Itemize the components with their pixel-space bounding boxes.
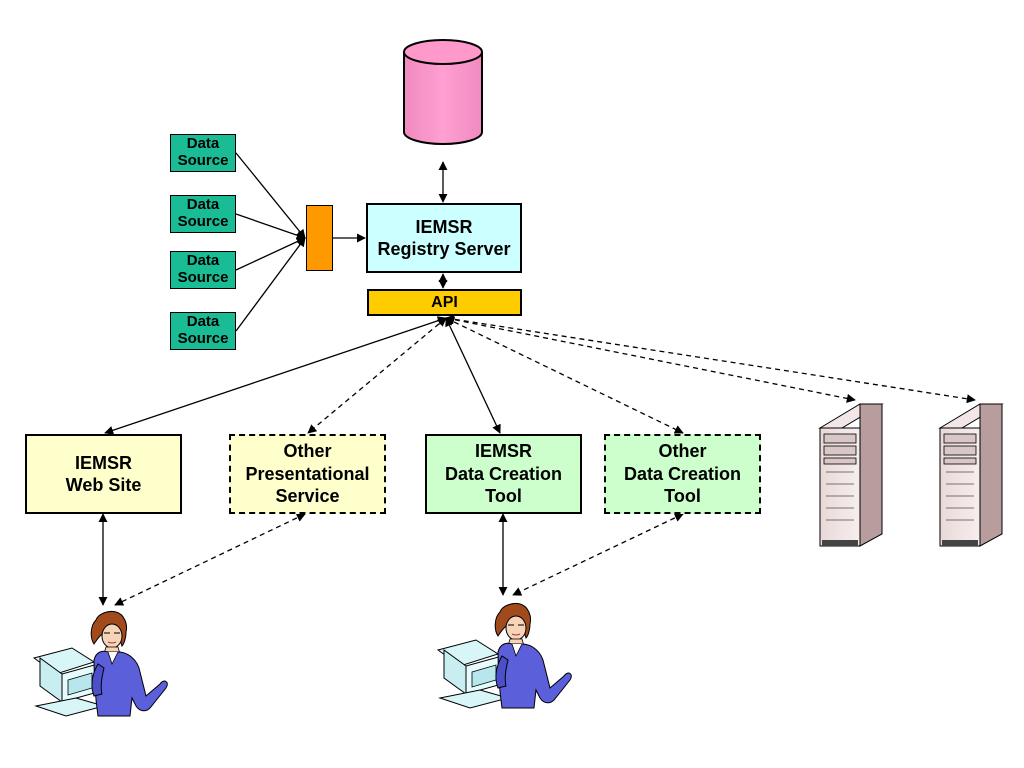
data-source-4: Data Source (170, 312, 236, 350)
connector-ds2 (235, 213, 306, 240)
data-source-3: Data Source (170, 251, 236, 289)
web-site-box: IEMSR Web Site (25, 434, 182, 514)
connector-api-server-1 (445, 315, 856, 403)
web-site-label: IEMSR Web Site (65, 452, 142, 496)
data-source-1: Data Source (170, 134, 236, 172)
data-source-label: Data Source (177, 196, 229, 230)
server-tower-icon (938, 403, 1004, 547)
data-source-label: Data Source (177, 252, 229, 286)
connector-api-server-2 (445, 314, 976, 404)
registry-server-box: IEMSR Registry Server (366, 203, 522, 273)
connector-ds3 (235, 237, 306, 271)
data-source-label: Data Source (177, 135, 229, 169)
api-consumer-connectors (104, 314, 976, 435)
other-presentational-service-label: Other Presentational Service (245, 441, 370, 507)
data-source-connectors (235, 152, 366, 332)
user-connectors (98, 513, 684, 606)
connector-api-website (104, 316, 447, 435)
api-label: API (431, 293, 458, 311)
connector-api-other-creation-tool (445, 317, 684, 434)
data-creation-tool-box: IEMSR Data Creation Tool (425, 434, 582, 514)
connector-other-creation-tool-user2 (512, 513, 684, 596)
connector-ds4 (235, 237, 306, 332)
database-cylinder-icon (403, 39, 483, 145)
connector-api-other-presentational (307, 317, 447, 434)
user-at-computer-icon (436, 603, 572, 709)
other-data-creation-tool-box: Other Data Creation Tool (604, 434, 761, 514)
other-data-creation-tool-label: Other Data Creation Tool (623, 441, 742, 507)
connector-other-presentational-user1 (114, 513, 306, 606)
data-creation-tool-label: IEMSR Data Creation Tool (444, 441, 563, 507)
user-at-computer-icon (32, 611, 168, 717)
aggregator-block-icon (306, 205, 333, 271)
api-box: API (367, 289, 522, 316)
data-source-label: Data Source (177, 313, 229, 347)
registry-server-label: IEMSR Registry Server (377, 216, 511, 260)
connector-ds1 (235, 152, 306, 239)
other-presentational-service-box: Other Presentational Service (229, 434, 386, 514)
server-tower-icon (818, 403, 884, 547)
connector-api-creation-tool (445, 317, 501, 434)
data-source-2: Data Source (170, 195, 236, 233)
